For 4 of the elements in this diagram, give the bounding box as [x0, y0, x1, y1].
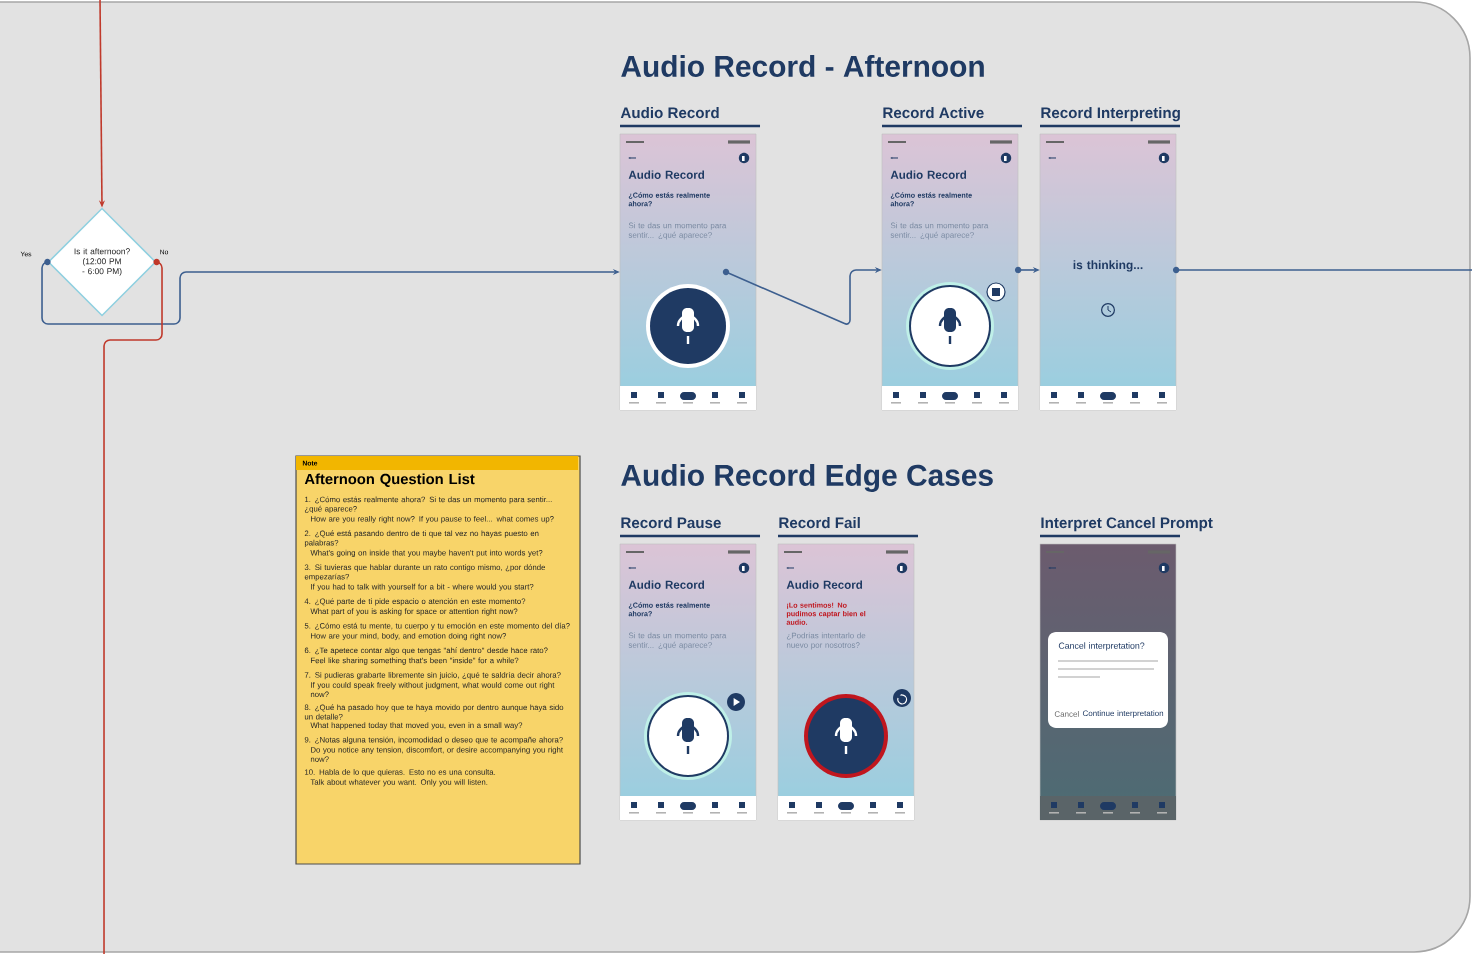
section-title: Audio Record - Afternoon	[621, 55, 984, 77]
connector	[1175, 269, 1472, 271]
connector	[103, 261, 163, 954]
section-title: Audio Record Edge Cases	[621, 464, 993, 492]
